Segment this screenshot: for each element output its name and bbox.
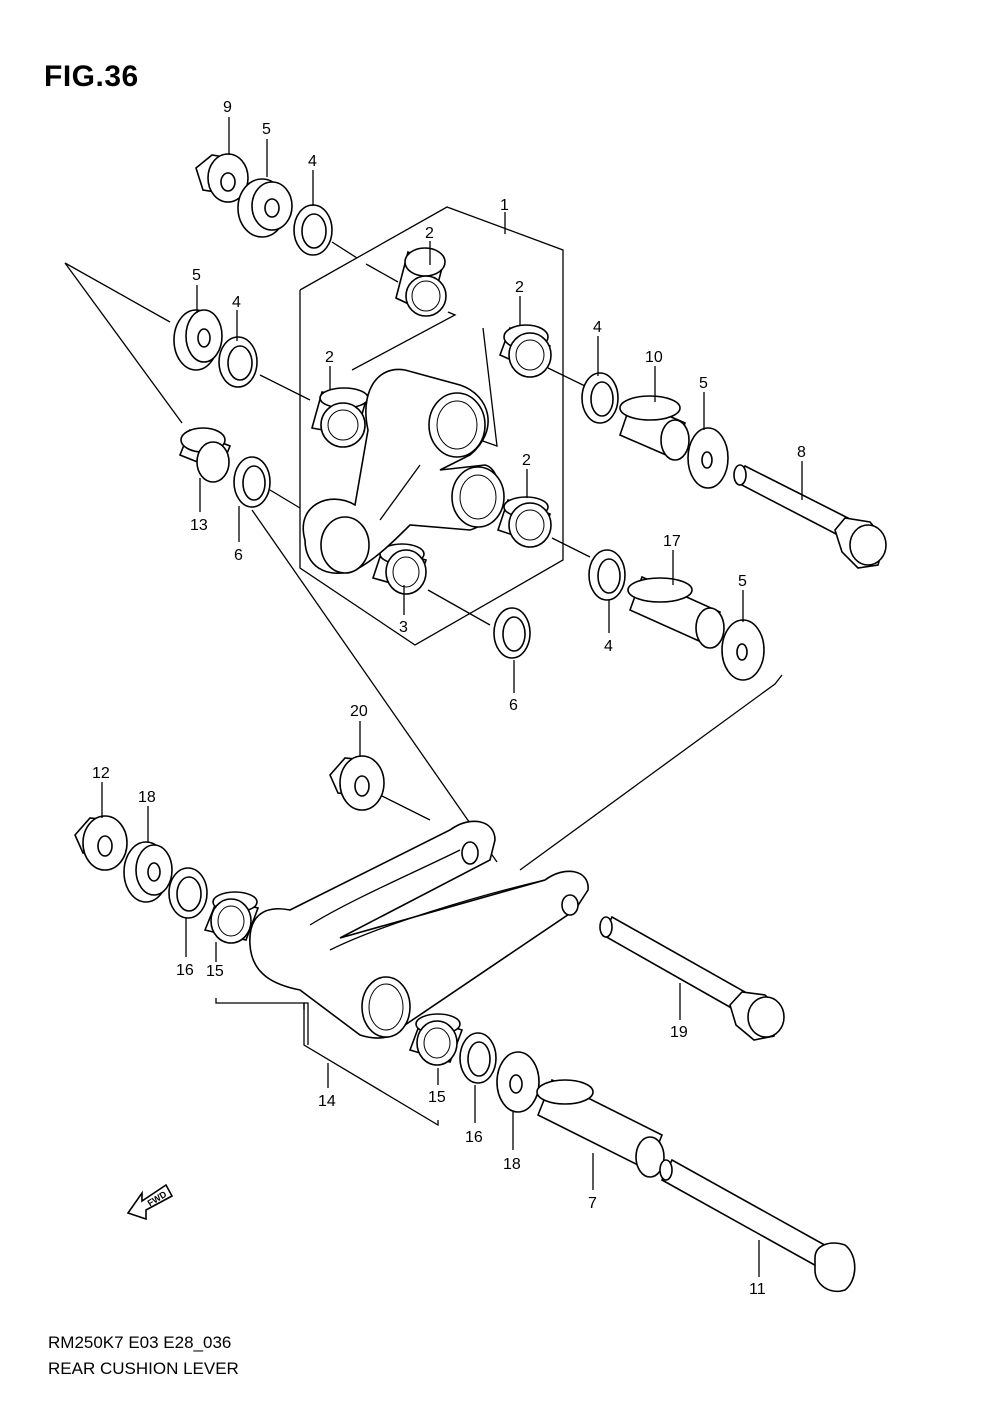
part-10-collar [619, 395, 690, 461]
callout-5-lower: 5 [738, 573, 747, 590]
callout-19: 19 [670, 1024, 688, 1041]
part-9-nut [195, 153, 249, 203]
callout-20: 20 [350, 703, 368, 720]
callout-15: 15 [206, 963, 224, 980]
figure-title: FIG.36 [44, 60, 139, 93]
part-17-collar [627, 575, 725, 649]
callout-6-lower: 6 [509, 697, 518, 714]
callout-2-lower: 2 [522, 452, 531, 469]
fwd-arrow-icon: FWD [126, 1183, 174, 1221]
part-3-bearing [371, 543, 428, 595]
callout-12: 12 [92, 765, 110, 782]
part-16-seal [168, 867, 208, 919]
part-2-bearing-right [498, 324, 552, 378]
callout-5-left: 5 [192, 267, 201, 284]
part-11-bolt [659, 1158, 856, 1292]
part-4-seal-right [581, 372, 619, 424]
callout-numbers: 9 5 4 1 2 5 4 2 4 2 10 5 8 2 13 6 17 5 3… [92, 99, 806, 1298]
part-4-seal-right-lower [588, 549, 626, 601]
callout-1: 1 [500, 197, 509, 214]
part-2-bearing-left [310, 387, 369, 448]
callout-15-lower: 15 [428, 1089, 446, 1106]
callout-17: 17 [663, 533, 681, 550]
part-2-bearing [395, 247, 447, 317]
part-4-seal-left [218, 336, 258, 388]
part-5-washer-right-upper [687, 427, 729, 489]
callout-13: 13 [190, 517, 208, 534]
part-6-seal-lower [493, 607, 531, 659]
callout-10: 10 [645, 349, 663, 366]
part-13-collar [178, 427, 232, 483]
part-5-washer [237, 178, 293, 238]
callout-8: 8 [797, 444, 806, 461]
callout-5-right: 5 [699, 375, 708, 392]
part-6-seal [233, 456, 271, 508]
part-4-seal [293, 204, 333, 256]
callout-14: 14 [318, 1093, 336, 1110]
part-14-cushion-lever [249, 820, 589, 1039]
part-19-bolt [599, 915, 785, 1041]
callout-4-left: 4 [232, 294, 241, 311]
part-18-washer [123, 841, 173, 903]
callout-18: 18 [138, 789, 156, 806]
part-5-washer-left [173, 309, 223, 371]
callout-6: 6 [234, 547, 243, 564]
assembly-lines [64, 206, 783, 1127]
callout-9: 9 [223, 99, 232, 116]
callout-7: 7 [588, 1195, 597, 1212]
part-12-nut [74, 815, 128, 871]
callout-leaders [101, 117, 803, 1277]
figure-code: RM250K7 E03 E28_036 [48, 1333, 232, 1352]
callout-2: 2 [425, 225, 434, 242]
part-16-seal-lower [459, 1032, 497, 1084]
callout-4-right: 4 [593, 319, 602, 336]
figure-name: REAR CUSHION LEVER [48, 1359, 239, 1378]
callout-11: 11 [749, 1281, 766, 1298]
callout-18-lower: 18 [503, 1156, 521, 1173]
callout-16: 16 [176, 962, 194, 979]
callout-5: 5 [262, 121, 271, 138]
callout-4: 4 [308, 153, 317, 170]
part-7-collar [536, 1078, 665, 1178]
part-8-bolt [733, 464, 887, 569]
part-20-nut [329, 755, 385, 811]
callout-16-lower: 16 [465, 1129, 483, 1146]
part-2-bearing-right-lower [496, 496, 552, 548]
callout-2-right: 2 [515, 279, 524, 296]
part-18-washer-lower [496, 1051, 540, 1113]
callout-2-left: 2 [325, 349, 334, 366]
callout-3: 3 [399, 619, 408, 636]
part-5-washer-right-lower [721, 619, 765, 681]
part-15-bearing [203, 891, 260, 944]
cushion-rod [302, 368, 505, 574]
part-15-bearing-lower [408, 1013, 464, 1066]
callout-4-lower: 4 [604, 638, 613, 655]
